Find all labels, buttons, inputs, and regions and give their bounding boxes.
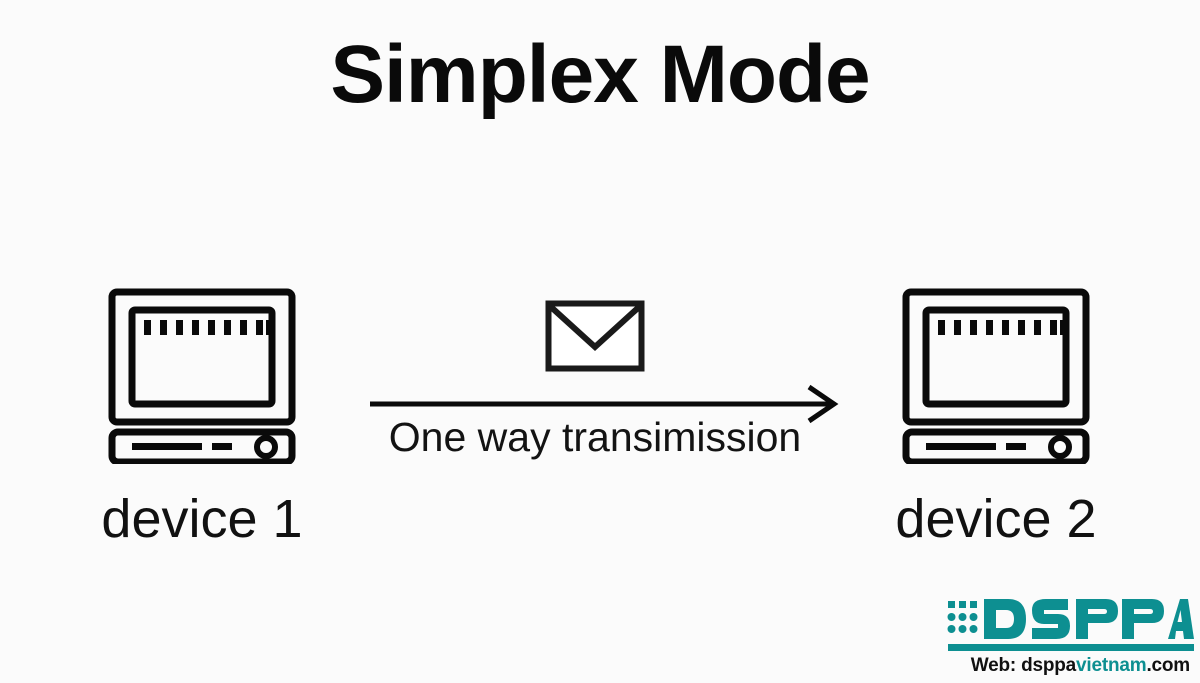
- page-title: Simplex Mode: [330, 29, 870, 120]
- transmission-label: One way transimission: [388, 414, 802, 460]
- dsppa-logo-icon: [947, 599, 1194, 651]
- device-label-right: device 2: [895, 489, 1097, 549]
- desktop-computer-icon: [902, 288, 1090, 464]
- web-suffix: .com: [1146, 655, 1190, 676]
- dot-matrix-icon: [947, 601, 978, 633]
- brand-watermark: Web: dsppavietnam.com: [932, 597, 1194, 677]
- desktop-computer-icon: [108, 288, 296, 464]
- device-group-left: device 1: [72, 286, 332, 546]
- web-accent: vietnam: [1076, 655, 1147, 676]
- arrow-wrap: [354, 382, 846, 431]
- brand-web-address: Web: dsppavietnam.com: [932, 655, 1194, 677]
- arrow-right-icon: [370, 384, 839, 424]
- envelope-wrap: [340, 300, 850, 377]
- device-group-right: device 2: [866, 286, 1126, 546]
- envelope-icon: [545, 300, 645, 372]
- web-prefix: Web: dsppa: [970, 655, 1077, 676]
- device-label-left: device 1: [101, 489, 303, 549]
- transmission-channel: One way transimission: [340, 300, 850, 480]
